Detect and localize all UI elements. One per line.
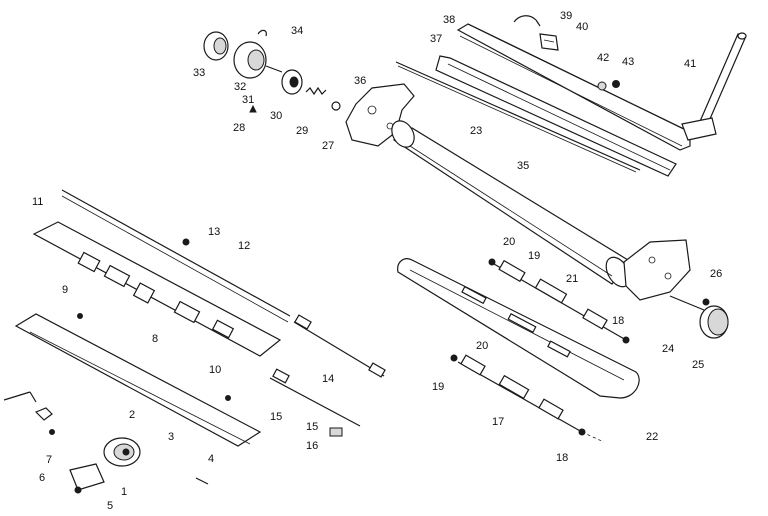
callout-5: 5: [107, 500, 114, 512]
rod-part-14: [293, 314, 386, 378]
callout-21: 21: [566, 273, 579, 285]
callout-24: 24: [662, 343, 675, 355]
base-channel-part-10: [14, 313, 262, 447]
callout-35: 35: [517, 160, 530, 172]
callout-32: 32: [234, 81, 247, 93]
rod-part-15: [269, 368, 361, 427]
callout-6: 6: [39, 472, 46, 484]
screw-part-6: [3, 391, 37, 403]
end-bracket: [623, 239, 691, 301]
gear-part-30: [281, 69, 303, 95]
callout-2: 2: [129, 409, 136, 421]
callout-42: 42: [597, 52, 610, 64]
callout-33: 33: [193, 67, 206, 79]
callout-31: 31: [242, 94, 255, 106]
trough-part-22: [397, 258, 640, 399]
callout-28: 28: [233, 122, 246, 134]
pointer-part-28: [249, 104, 257, 113]
gear-part-33: [203, 31, 229, 61]
callout-17: 17: [492, 416, 505, 428]
top-rail-part-38: [456, 23, 691, 151]
plate-part-1: [69, 463, 105, 491]
callout-19b: 19: [432, 381, 445, 393]
callout-41: 41: [684, 58, 697, 70]
callout-37: 37: [430, 33, 443, 45]
bracket-part-7: [34, 407, 55, 435]
spring-part-29: [305, 86, 327, 96]
callout-36: 36: [354, 75, 367, 87]
nut-part-43: [612, 80, 620, 88]
knob-part-25: [699, 305, 729, 339]
roller-part-20: [488, 258, 630, 344]
clip-part-34: [257, 29, 267, 37]
callout-25: 25: [692, 359, 705, 371]
callout-3: 3: [168, 431, 175, 443]
callout-1: 1: [121, 486, 128, 498]
bracket-part-40: [539, 33, 559, 51]
shaft-part-18: [581, 431, 605, 443]
callout-15a: 15: [270, 411, 283, 423]
callout-11: 11: [32, 196, 44, 208]
handle-lever-part-41: [681, 32, 747, 141]
callout-9: 9: [62, 284, 69, 296]
callout-20a: 20: [503, 236, 516, 248]
callout-40: 40: [576, 21, 589, 33]
callout-13: 13: [208, 226, 221, 238]
callout-20b: 20: [476, 340, 489, 352]
frame-plate-part-9: [32, 221, 282, 357]
pin-part-4: [195, 477, 209, 485]
nut-part-16: [329, 427, 343, 437]
callout-23: 23: [470, 125, 483, 137]
callout-39: 39: [560, 10, 573, 22]
callout-27: 27: [322, 140, 335, 152]
callout-8: 8: [152, 333, 159, 345]
callout-14: 14: [322, 373, 335, 385]
nut-part-5: [74, 486, 82, 494]
callout-38: 38: [443, 14, 456, 26]
callout-18a: 18: [612, 315, 625, 327]
callout-12: 12: [238, 240, 251, 252]
callout-4: 4: [208, 453, 215, 465]
pulley-part-3: [103, 437, 141, 467]
callout-7: 7: [46, 454, 53, 466]
callout-34: 34: [291, 25, 304, 37]
channel-part-23: [435, 55, 677, 177]
callout-18b: 18: [556, 452, 569, 464]
washer-part-27: [331, 101, 341, 111]
callout-29: 29: [296, 125, 309, 137]
roller-part-17: [450, 354, 586, 436]
callout-30: 30: [270, 110, 283, 122]
top-rod-part-12: [61, 189, 291, 323]
shaft-part-26: [669, 295, 710, 311]
gear-part-32: [233, 41, 283, 79]
callout-26: 26: [710, 268, 723, 280]
callout-15b: 15: [306, 421, 319, 433]
callout-22: 22: [646, 431, 659, 443]
callout-43: 43: [622, 56, 635, 68]
screw-part-42: [597, 81, 607, 91]
callout-19a: 19: [528, 250, 541, 262]
clip-part-39: [513, 15, 541, 27]
thin-bar-part-37: [395, 61, 641, 173]
callout-10: 10: [209, 364, 222, 376]
callout-16: 16: [306, 440, 319, 452]
